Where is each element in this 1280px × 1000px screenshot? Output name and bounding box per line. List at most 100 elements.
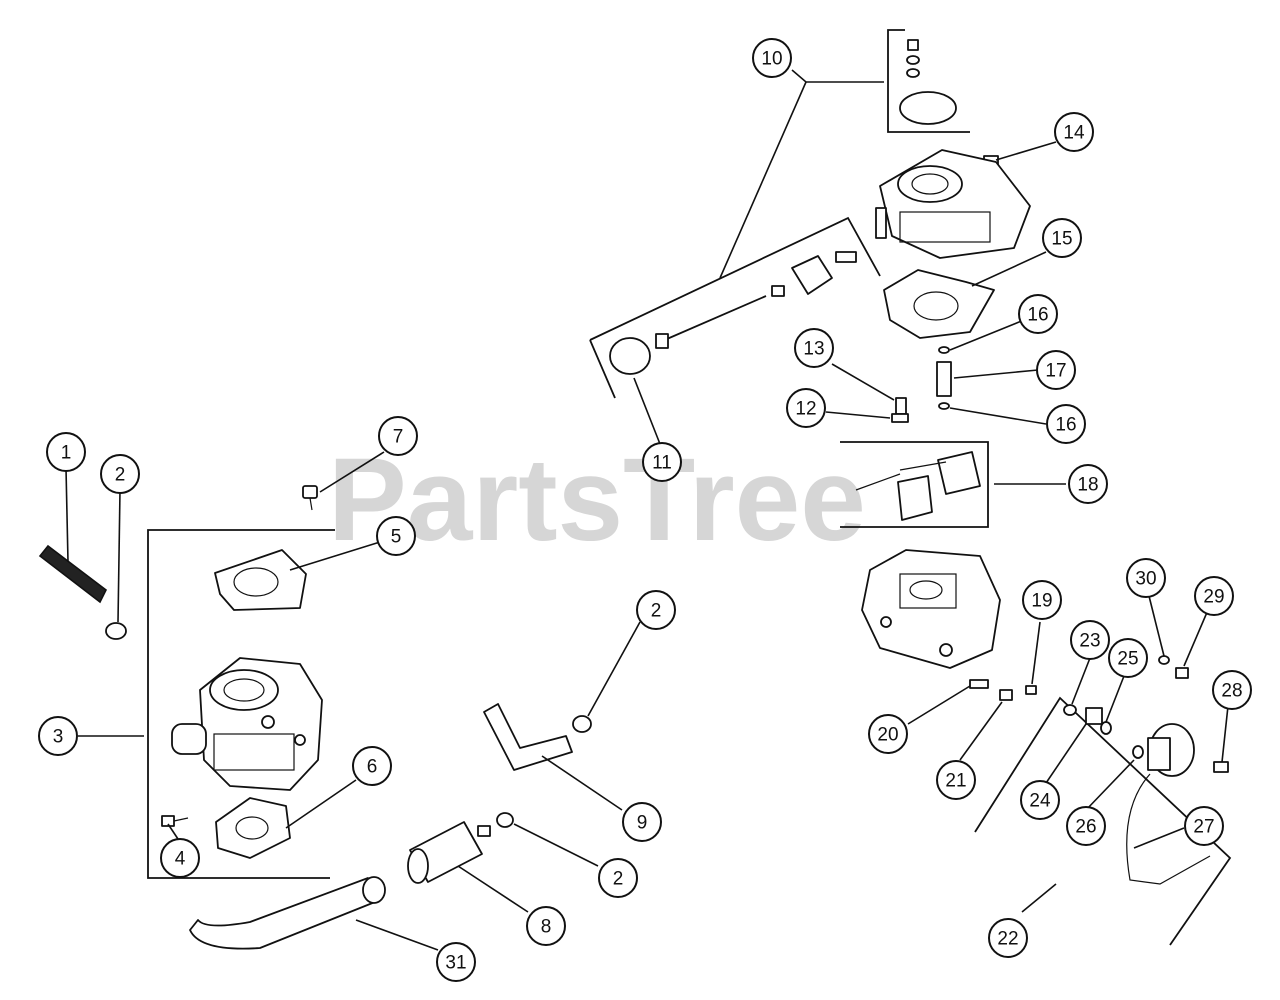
- callout-circle: [1068, 464, 1108, 504]
- callout-label: 30: [1135, 569, 1156, 590]
- callout-2[interactable]: 2: [598, 858, 638, 898]
- callout-27[interactable]: 27: [1184, 806, 1224, 846]
- part-carburetor-upper: [875, 149, 1031, 259]
- callout-label: 8: [541, 917, 552, 938]
- callout-circle: [1042, 218, 1082, 258]
- callout-3[interactable]: 3: [38, 716, 78, 756]
- callout-label: 22: [997, 929, 1018, 950]
- callout-15[interactable]: 15: [1042, 218, 1082, 258]
- callout-2[interactable]: 2: [100, 454, 140, 494]
- callout-30[interactable]: 30: [1126, 558, 1166, 598]
- callout-label: 9: [637, 813, 648, 834]
- callout-circle: [1126, 558, 1166, 598]
- callout-14[interactable]: 14: [1054, 112, 1094, 152]
- callout-label: 7: [393, 427, 404, 448]
- callout-circle: [1066, 806, 1106, 846]
- callout-circle: [1020, 780, 1060, 820]
- callout-6[interactable]: 6: [352, 746, 392, 786]
- part-screw-19: [1025, 685, 1037, 695]
- callout-31[interactable]: 31: [436, 942, 476, 982]
- callout-10[interactable]: 10: [752, 38, 792, 78]
- callout-18[interactable]: 18: [1068, 464, 1108, 504]
- callout-11[interactable]: 11: [642, 442, 682, 482]
- callout-17[interactable]: 17: [1036, 350, 1076, 390]
- part-screw-29: [1175, 667, 1189, 679]
- callout-28[interactable]: 28: [1212, 670, 1252, 710]
- part-screw-20: [969, 679, 989, 689]
- callout-26[interactable]: 26: [1066, 806, 1106, 846]
- callout-label: 17: [1045, 361, 1066, 382]
- callout-19[interactable]: 19: [1022, 580, 1062, 620]
- part-fuel-hose: [189, 877, 381, 950]
- callout-label: 20: [877, 725, 898, 746]
- part-screw-7: [302, 485, 318, 499]
- callout-label: 24: [1029, 791, 1051, 812]
- callout-label: 19: [1031, 591, 1052, 612]
- callout-label: 12: [795, 399, 816, 420]
- callout-label: 23: [1079, 631, 1100, 652]
- kit-bracket-18: [840, 441, 989, 528]
- callout-label: 4: [175, 849, 186, 870]
- callout-7[interactable]: 7: [378, 416, 418, 456]
- part-26: [1132, 745, 1144, 759]
- callout-12[interactable]: 12: [786, 388, 826, 428]
- callout-25[interactable]: 25: [1108, 638, 1148, 678]
- callout-16[interactable]: 16: [1046, 404, 1086, 444]
- callout-label: 14: [1063, 123, 1085, 144]
- callout-label: 28: [1221, 681, 1242, 702]
- callout-label: 2: [651, 601, 662, 622]
- callout-1[interactable]: 1: [46, 432, 86, 472]
- part-clamp-left: [105, 622, 127, 640]
- callout-8[interactable]: 8: [526, 906, 566, 946]
- part-25: [1100, 721, 1112, 735]
- part-kit-10-hardware: [899, 39, 957, 125]
- callout-circle: [786, 388, 826, 428]
- callout-9[interactable]: 9: [622, 802, 662, 842]
- assembly-bracket-3: [147, 529, 335, 879]
- callout-circle: [1184, 806, 1224, 846]
- callout-22[interactable]: 22: [988, 918, 1028, 958]
- callout-label: 1: [61, 443, 72, 464]
- callout-2[interactable]: 2: [636, 590, 676, 630]
- callout-label: 16: [1027, 305, 1048, 326]
- part-gasket-15: [883, 269, 995, 339]
- callout-circle: [352, 746, 392, 786]
- part-cap-11: [609, 337, 651, 375]
- part-washer-30: [1158, 655, 1170, 665]
- callout-label: 3: [53, 727, 64, 748]
- callout-label: 2: [115, 465, 126, 486]
- part-throttle-shaft: [655, 251, 857, 349]
- callout-label: 31: [445, 953, 466, 974]
- callout-circle: [376, 516, 416, 556]
- callout-label: 16: [1055, 415, 1076, 436]
- part-24: [1085, 707, 1103, 725]
- callout-29[interactable]: 29: [1194, 576, 1234, 616]
- callout-21[interactable]: 21: [936, 760, 976, 800]
- callout-circle: [1212, 670, 1252, 710]
- kit-bracket-10-top: [887, 29, 970, 133]
- callout-label: 5: [391, 527, 402, 548]
- callout-layer: 1234567292831101112131415161716181920212…: [38, 38, 1252, 982]
- callout-circle: [160, 838, 200, 878]
- callout-label: 18: [1077, 475, 1098, 496]
- callout-label: 21: [945, 771, 966, 792]
- callout-circle: [1070, 620, 1110, 660]
- part-fuel-line-strip: [38, 544, 108, 604]
- part-fuel-pump-27: [1126, 723, 1211, 885]
- callout-16[interactable]: 16: [1018, 294, 1058, 334]
- callout-circle: [988, 918, 1028, 958]
- callout-20[interactable]: 20: [868, 714, 908, 754]
- callout-label: 26: [1075, 817, 1096, 838]
- part-seat-12: [891, 413, 909, 423]
- callout-13[interactable]: 13: [794, 328, 834, 368]
- part-carburetor-lower: [861, 549, 1001, 669]
- callout-circle: [1054, 112, 1094, 152]
- callout-circle: [46, 432, 86, 472]
- callout-4[interactable]: 4: [160, 838, 200, 878]
- callout-5[interactable]: 5: [376, 516, 416, 556]
- part-fuel-filter: [407, 821, 491, 884]
- callout-circle: [100, 454, 140, 494]
- callout-24[interactable]: 24: [1020, 780, 1060, 820]
- callout-23[interactable]: 23: [1070, 620, 1110, 660]
